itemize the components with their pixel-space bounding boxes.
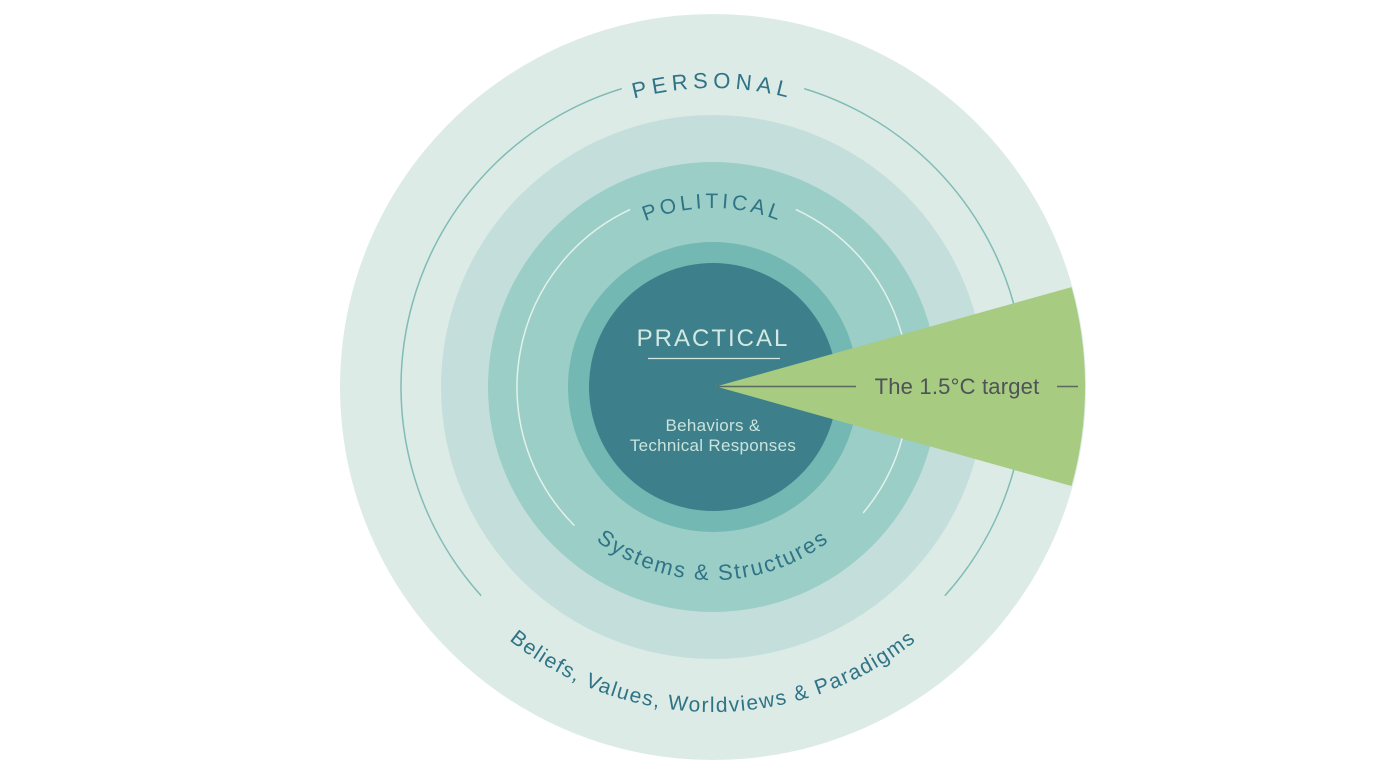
- practical-center-circle: [589, 263, 837, 511]
- practical-label: PRACTICAL: [637, 325, 790, 352]
- target-wedge: [716, 287, 1086, 486]
- inner-decorative-arc-left: [516, 208, 631, 527]
- practical-sublabel-line2: Technical Responses: [630, 436, 796, 455]
- target-label-text: The 1.5°C target: [875, 374, 1040, 399]
- outer-decorative-arc-left: [400, 87, 623, 597]
- target-label: The 1.5°C target: [875, 374, 1040, 399]
- practical-sublabel-line1: Behaviors &: [666, 416, 761, 435]
